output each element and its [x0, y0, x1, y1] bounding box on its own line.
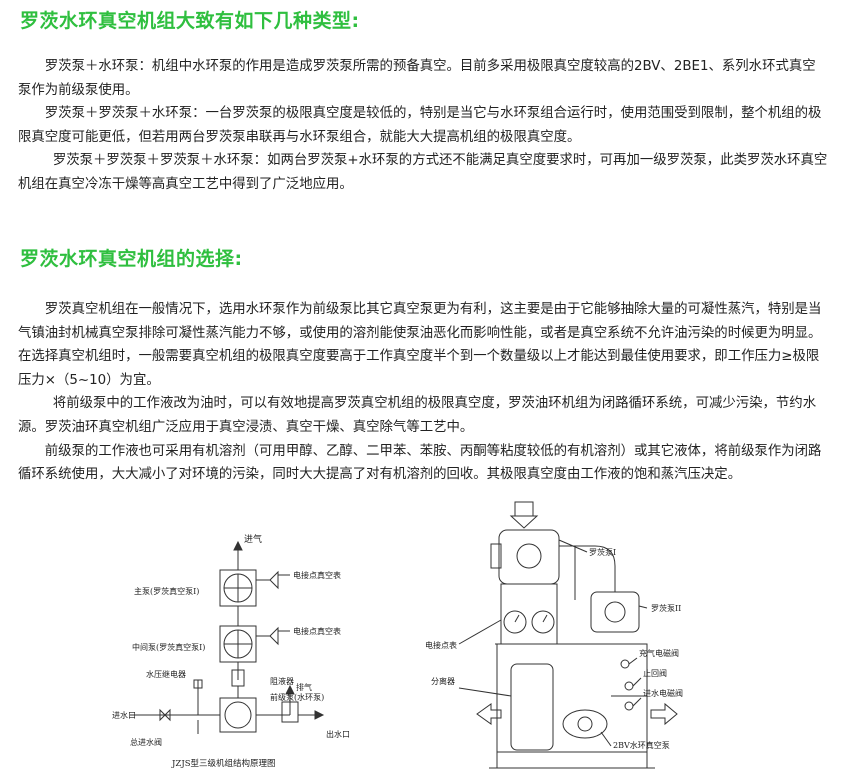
equipment-drawing: 罗茨泵I 罗茨泵II 电接点表 分离器 充气电磁阀 止回阀 进水电磁阀 2BV水…: [425, 501, 683, 769]
label-gauge-1: 电接点真空表: [293, 570, 341, 580]
label-fore-pump: 前级泵(水环泵): [270, 692, 324, 702]
section-heading-selection: 罗茨水环真空机组的选择:: [20, 248, 243, 270]
section-selection-body: 罗茨真空机组在一般情况下，选用水环泵作为前级泵比其它真空泵更为有利，这主要是由于…: [18, 298, 828, 487]
paragraph: 罗茨真空机组在一般情况下，选用水环泵作为前级泵比其它真空泵更为有利，这主要是由于…: [18, 302, 822, 388]
paragraph: 罗茨泵＋罗茨泵＋罗茨泵＋水环泵：如两台罗茨泵+水环泵的方式还不能满足真空度要求时…: [18, 153, 828, 192]
section-heading-types: 罗茨水环真空机组大致有如下几种类型:: [20, 10, 360, 32]
label-roots-pump-1: 罗茨泵I: [589, 547, 616, 557]
label-water-solenoid: 进水电磁阀: [643, 688, 683, 698]
label-water-ring-pump: 2BV水环真空泵: [613, 740, 670, 750]
label-liquid-stop: 阻液器: [270, 676, 294, 686]
schematic-diagram: 进气 电接点真空表 主泵(罗茨真空泵I) 电接点真空表 中间泵(罗茨真空泵I) …: [112, 533, 350, 769]
label-inlet: 进气: [244, 533, 262, 545]
label-main-pump: 主泵(罗茨真空泵I): [134, 586, 199, 596]
label-separator: 分离器: [431, 676, 455, 686]
paragraph: 前级泵的工作液也可采用有机溶剂（可用甲醇、乙醇、二甲苯、苯胺、丙酮等粘度较低的有…: [18, 443, 822, 483]
paragraph: 罗茨泵＋罗茨泵＋水环泵：一台罗茨泵的极限真空度是较低的，特别是当它与水环泵组合运…: [18, 106, 822, 145]
label-water-in: 进水口: [112, 710, 136, 720]
label-water-out: 出水口: [326, 729, 350, 739]
label-contact-gauge: 电接点表: [425, 640, 457, 650]
label-inflate-solenoid: 充气电磁阀: [639, 648, 679, 658]
label-roots-pump-2: 罗茨泵II: [651, 603, 681, 613]
label-main-valve: 总进水阀: [130, 737, 162, 747]
section-types-body: 罗茨泵＋水环泵：机组中水环泵的作用是造成罗茨泵所需的预备真空。目前多采用极限真空…: [18, 55, 828, 197]
paragraph: 将前级泵中的工作液改为油时，可以有效地提高罗茨真空机组的极限真空度，罗茨油环机组…: [18, 396, 817, 435]
label-pressure-relay: 水压继电器: [146, 669, 186, 679]
label-exhaust: 排气: [296, 682, 312, 692]
label-mid-pump: 中间泵(罗茨真空泵I): [132, 642, 205, 652]
label-gauge-2: 电接点真空表: [293, 626, 341, 636]
paragraph: 罗茨泵＋水环泵：机组中水环泵的作用是造成罗茨泵所需的预备真空。目前多采用极限真空…: [18, 59, 816, 98]
label-check-valve: 止回阀: [643, 668, 667, 678]
diagram-caption: JZJS型三级机组结构原理图: [171, 758, 276, 769]
